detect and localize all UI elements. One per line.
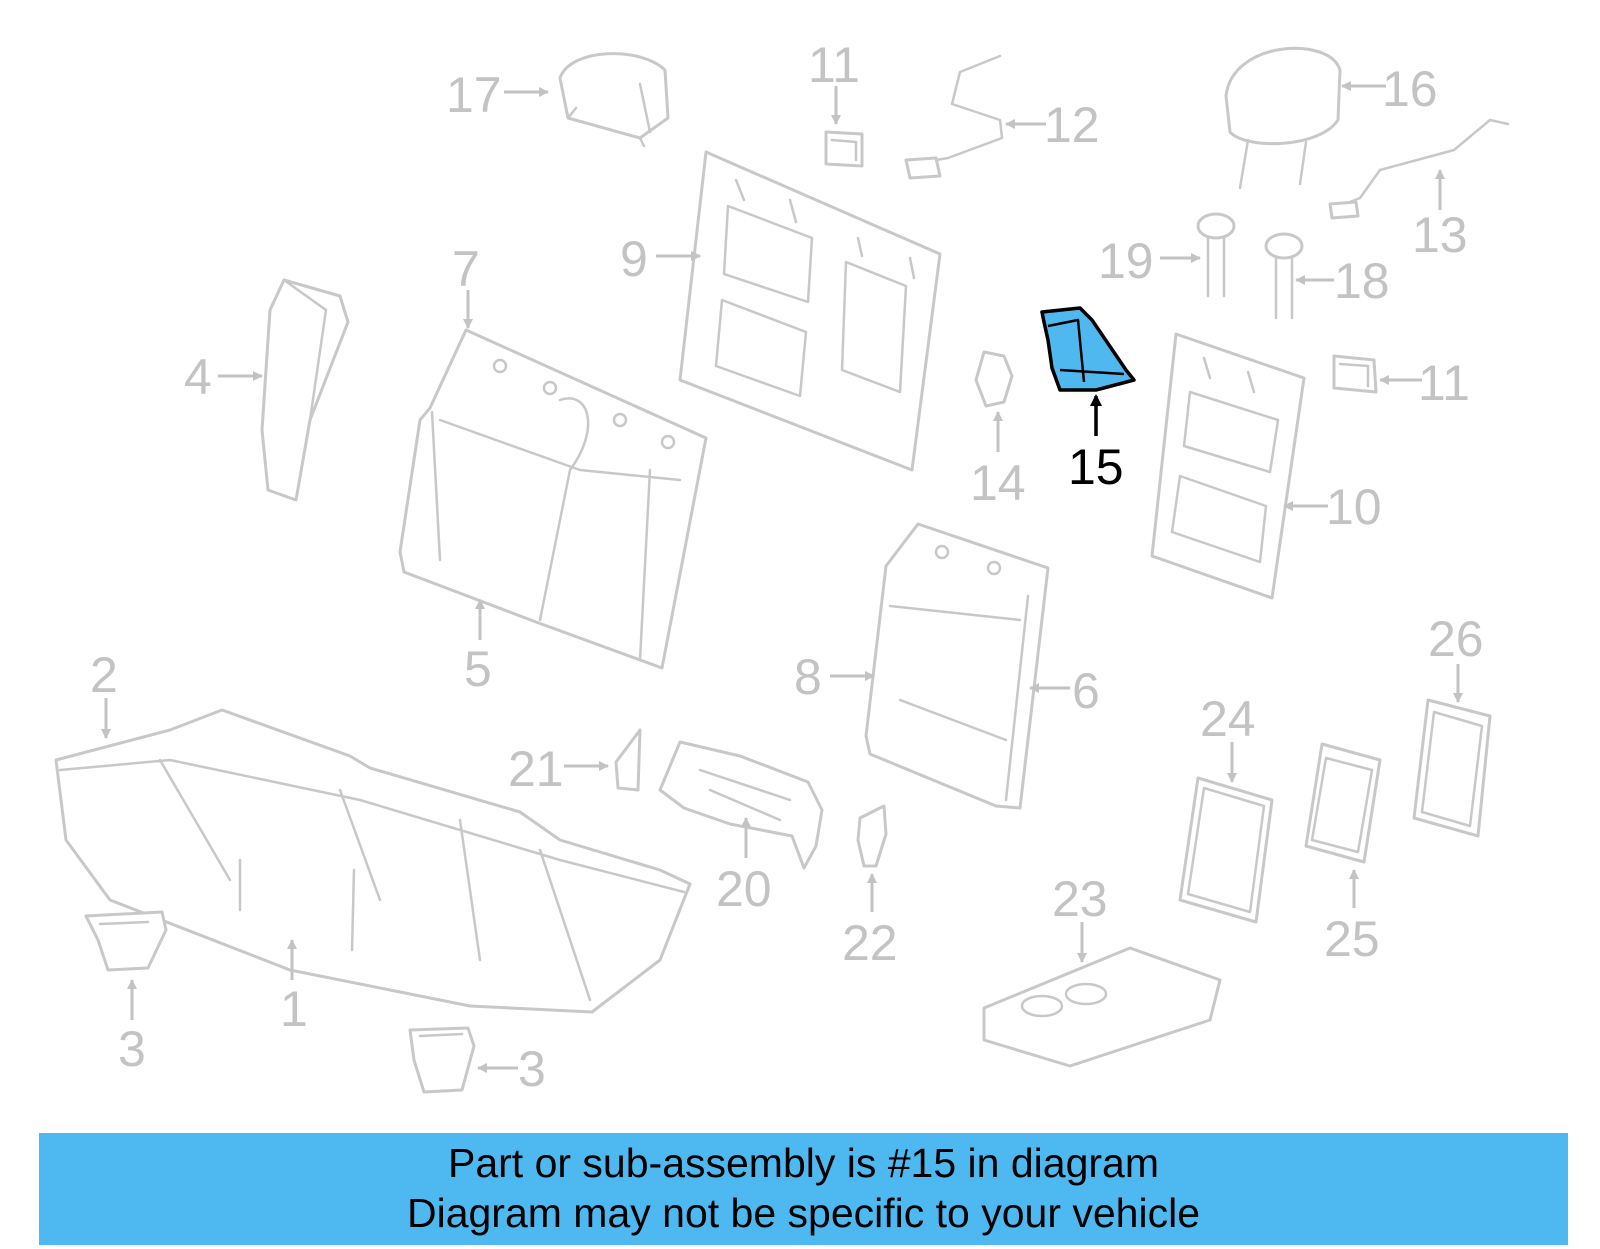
part-25-cover: [1304, 742, 1382, 864]
callout-9: 9: [620, 231, 648, 287]
callout-2: 2: [90, 647, 118, 703]
info-banner: Part or sub-assembly is #15 in diagram D…: [39, 1133, 1568, 1245]
callout-14: 14: [970, 455, 1026, 511]
part-26-cover: [1412, 698, 1492, 838]
callout-1: 1: [280, 981, 308, 1037]
part-20-bracket: [658, 740, 824, 870]
banner-line-2: Diagram may not be specific to your vehi…: [406, 1190, 1200, 1236]
part-3-clip-right: [408, 1026, 476, 1094]
part-18-guide: [1264, 232, 1304, 320]
callout-12: 12: [1044, 97, 1100, 153]
callout-3-right: 3: [518, 1041, 546, 1097]
part-10-seatback-frame: [1150, 332, 1306, 600]
part-8-seatback-pad: [864, 522, 1050, 810]
part-19-guide: [1196, 212, 1236, 298]
part-14-clip: [974, 350, 1014, 408]
callout-6: 6: [1072, 663, 1100, 719]
part-13-cable: [1328, 118, 1510, 220]
part-24-cover: [1178, 776, 1274, 924]
part-12-cable: [904, 54, 1004, 180]
callout-21: 21: [508, 741, 564, 797]
callout-10: 10: [1326, 479, 1382, 535]
callout-8: 8: [794, 649, 822, 705]
callout-3-left: 3: [118, 1021, 146, 1077]
callout-4: 4: [184, 349, 212, 405]
part-7-seatback-pad: [398, 328, 708, 670]
part-23-armrest: [982, 946, 1222, 1068]
callout-17: 17: [446, 67, 502, 123]
part-3-clip-left: [84, 910, 168, 972]
part-1-seat-cushion: [54, 708, 692, 1014]
callout-11-right: 11: [1418, 355, 1470, 411]
callout-15: 15: [1068, 439, 1124, 495]
callout-24: 24: [1200, 691, 1256, 747]
callout-25: 25: [1324, 911, 1380, 967]
callout-23: 23: [1052, 871, 1108, 927]
banner-line-1: Part or sub-assembly is #15 in diagram: [448, 1140, 1159, 1186]
callout-7: 7: [452, 241, 480, 297]
part-15-highlighted[interactable]: [1040, 306, 1136, 392]
callout-16: 16: [1382, 61, 1438, 117]
part-17-headrest: [558, 52, 670, 148]
callout-5: 5: [464, 641, 492, 697]
callout-18: 18: [1334, 253, 1390, 309]
part-21-bracket: [614, 728, 642, 792]
callout-26: 26: [1428, 611, 1484, 667]
callout-13: 13: [1412, 207, 1468, 263]
part-11-clip-right: [1332, 354, 1378, 394]
part-11-clip-top: [824, 130, 864, 168]
callout-11-top: 11: [808, 37, 860, 93]
callout-22: 22: [842, 915, 898, 971]
callout-20: 20: [716, 861, 772, 917]
part-9-seatback-frame: [678, 150, 942, 472]
callout-leaders: [101, 81, 1463, 1073]
part-4-bolster: [260, 278, 350, 502]
part-16-headrest: [1224, 46, 1342, 190]
callout-19: 19: [1098, 233, 1154, 289]
part-22-bracket: [856, 804, 888, 868]
